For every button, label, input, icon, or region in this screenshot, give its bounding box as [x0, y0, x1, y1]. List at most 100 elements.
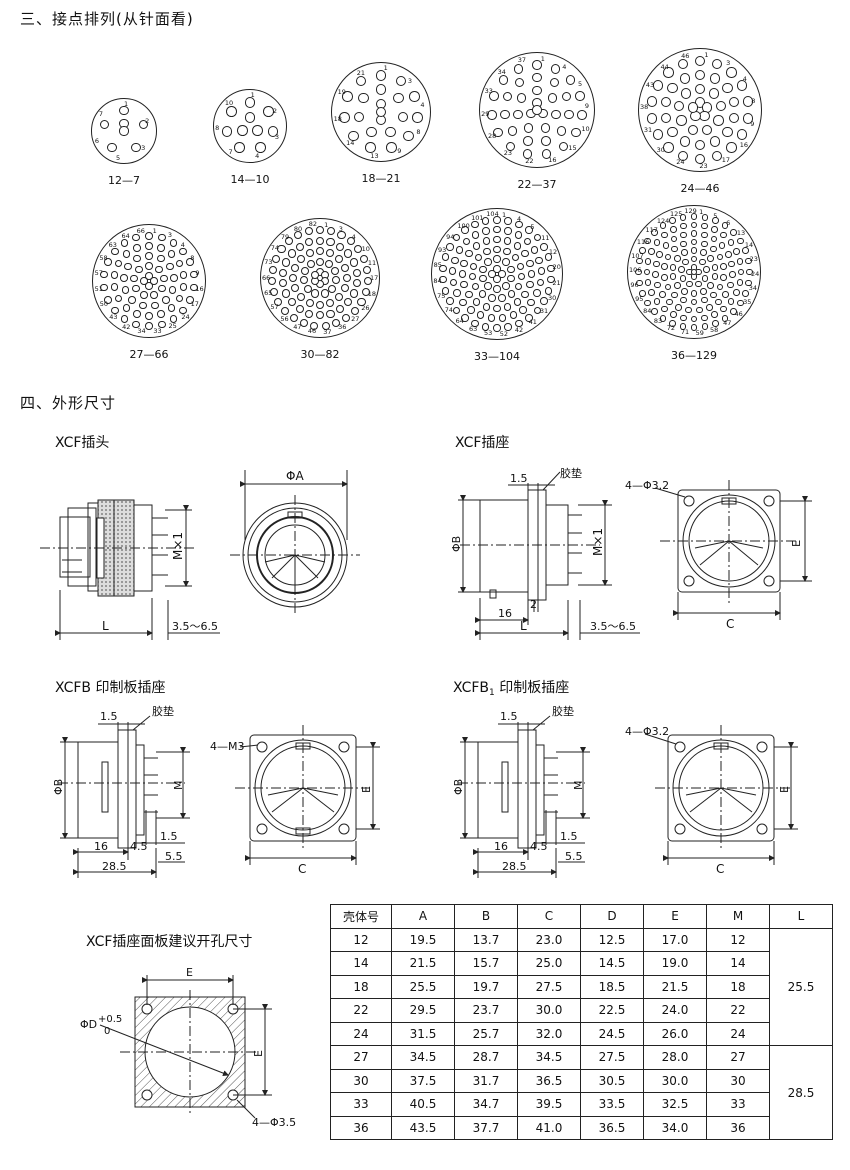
contact-hole — [547, 264, 555, 273]
pin-number: 21 — [552, 278, 561, 287]
contact-hole — [709, 245, 717, 253]
contact-hole — [737, 129, 748, 140]
contact-hole — [670, 226, 677, 233]
contact-hole — [487, 109, 497, 120]
contact-hole — [635, 268, 642, 276]
xcfb-dim-m: M — [172, 781, 185, 791]
contact-hole — [462, 237, 471, 246]
pin-number: 84 — [433, 276, 442, 285]
contact-hole — [161, 296, 170, 304]
contact-hole — [690, 213, 698, 220]
contact-hole — [104, 258, 112, 267]
contact-hole — [331, 276, 341, 285]
pin-number: 13 — [370, 151, 379, 160]
contact-hole — [326, 309, 335, 318]
contact-hole — [278, 279, 288, 288]
table-cell: 15.7 — [454, 951, 518, 976]
table-cell: 36.5 — [517, 1068, 581, 1093]
contact-hole — [145, 282, 153, 290]
table-cell: 14 — [330, 951, 392, 976]
pin-number: 18 — [333, 115, 342, 124]
table-cell: 33 — [706, 1092, 770, 1117]
contact-hole — [327, 227, 336, 236]
contact-hole — [352, 268, 361, 277]
panel-dim-e-top: E — [186, 966, 193, 979]
pin-number: 5 — [115, 153, 121, 162]
contact-hole — [514, 77, 525, 88]
contact-hole — [110, 283, 119, 291]
pin-number: 75 — [437, 291, 446, 300]
contact-hole — [482, 303, 491, 311]
table-row: 33 40.5 34.7 39.5 33.5 32.5 33 — [330, 1092, 833, 1117]
contact-hole — [493, 235, 501, 244]
pin-number: 11 — [541, 234, 550, 243]
contact-hole — [128, 296, 137, 304]
pin-layout-circle — [260, 218, 380, 338]
contact-hole — [281, 258, 291, 267]
pin-number: 24 — [181, 312, 190, 321]
xcfb-dim-15: 1.5 — [100, 710, 118, 723]
contact-hole — [340, 263, 349, 272]
pin-number: 50 — [99, 300, 108, 309]
table-cell: 30.0 — [643, 1068, 707, 1093]
contact-hole — [320, 289, 329, 298]
table-cell: 32.5 — [643, 1092, 707, 1117]
contact-hole — [110, 271, 119, 279]
contact-hole — [100, 283, 109, 292]
contact-hole — [493, 225, 501, 234]
table-row: 30 37.5 31.7 36.5 30.5 30.0 30 — [330, 1068, 833, 1093]
contact-hole — [315, 311, 325, 320]
contact-hole — [465, 290, 473, 299]
contact-hole — [167, 304, 176, 312]
contact-hole — [472, 298, 481, 306]
contact-hole — [289, 273, 298, 283]
contact-hole — [244, 97, 256, 108]
xcfb1-dim-m: M — [572, 781, 585, 791]
contact-hole — [523, 122, 534, 133]
pin-number: 3 — [338, 225, 343, 234]
pin-number: 8 — [190, 253, 195, 262]
contact-hole — [493, 304, 501, 313]
pin-number: 46 — [307, 327, 317, 336]
contact-hole — [686, 280, 693, 288]
contact-hole — [169, 315, 178, 323]
contact-hole — [157, 244, 165, 252]
contact-hole — [680, 296, 688, 304]
contact-hole — [711, 150, 722, 162]
table-cell: 22.5 — [580, 998, 644, 1023]
pin-layout-circle — [638, 48, 762, 172]
contact-hole — [575, 91, 585, 101]
pin-number: 24 — [676, 158, 685, 167]
contact-hole — [519, 306, 527, 314]
contact-hole — [226, 105, 237, 117]
pin-number: 26 — [361, 303, 370, 312]
contact-hole — [349, 258, 358, 267]
table-cell: 19.7 — [454, 974, 518, 999]
pin-layout-circle — [91, 98, 157, 164]
section-title-outline-dimensions: 四、外形尺寸 — [20, 394, 117, 412]
contact-hole — [729, 112, 740, 123]
contact-hole — [701, 214, 709, 221]
xcf-socket-dim-16: 16 — [498, 607, 512, 620]
table-cell: 36.5 — [580, 1115, 644, 1140]
pin-number: 15 — [568, 144, 577, 153]
xcf-plug-dim-mx1: M×1 — [171, 532, 185, 560]
pin-layout-circle — [431, 208, 563, 340]
contact-hole — [498, 74, 509, 85]
contact-hole — [349, 289, 358, 298]
contact-hole — [654, 281, 661, 289]
xcf-socket-holes: 4—Φ3.2 — [625, 479, 669, 492]
pin-number: 52 — [499, 329, 508, 338]
contact-hole — [669, 320, 676, 327]
contact-hole — [478, 290, 487, 298]
contact-hole — [339, 111, 350, 123]
contact-hole — [673, 101, 685, 112]
pin-number: 71 — [680, 328, 690, 337]
pin-number: 106 — [629, 266, 642, 275]
xcfb-dim-16: 16 — [94, 840, 108, 853]
contact-hole — [334, 292, 343, 301]
pin-number: 34 — [137, 327, 146, 336]
contact-hole — [111, 306, 119, 315]
contact-hole — [648, 289, 655, 296]
xcfb1-dim-e: E — [778, 786, 791, 793]
